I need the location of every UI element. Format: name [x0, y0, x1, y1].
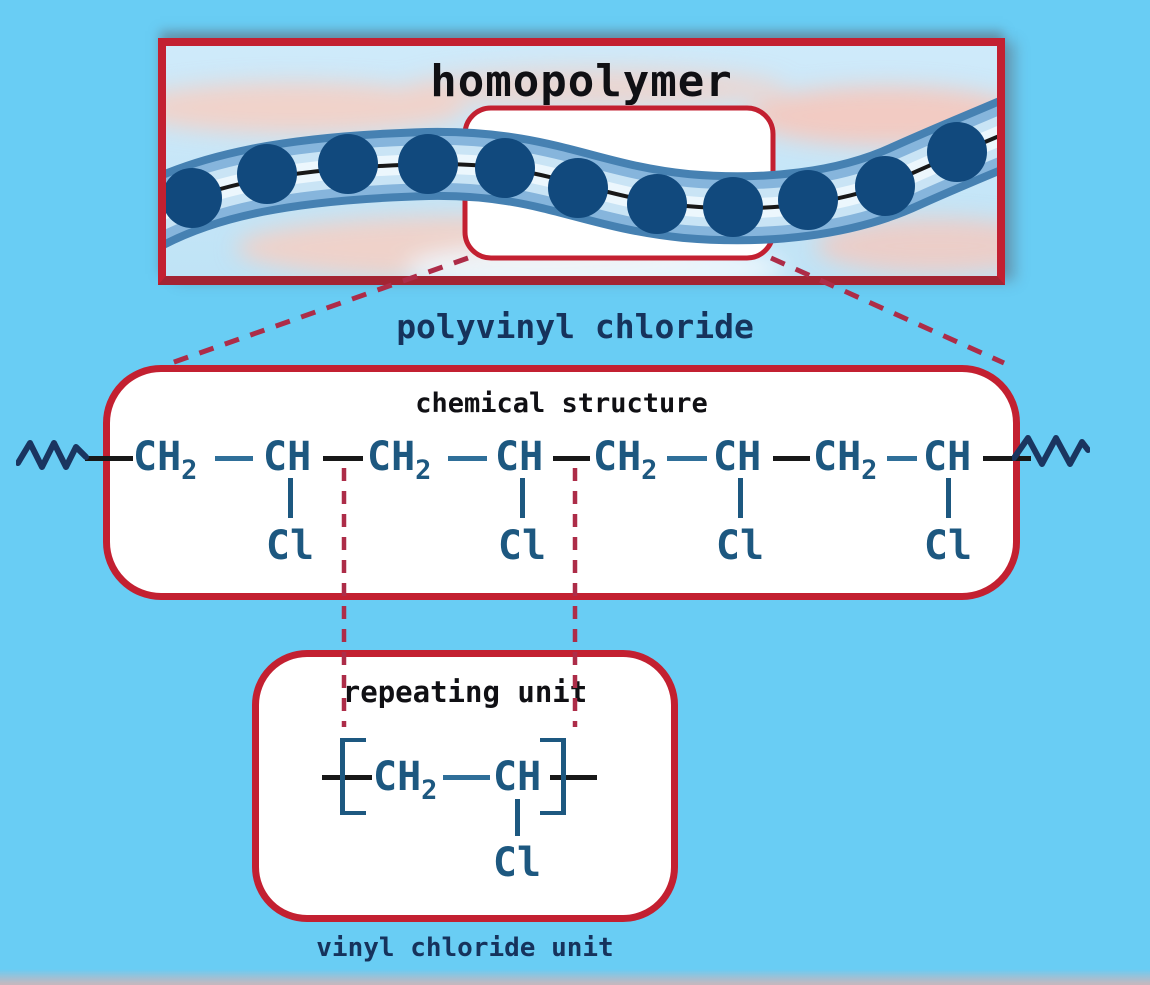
monomer-bead — [855, 156, 915, 216]
chain-bond — [983, 456, 1031, 461]
formula-group: CH — [923, 436, 971, 478]
formula-group: CH — [713, 436, 761, 478]
vinyl-chloride-unit-label: vinyl chloride unit — [316, 933, 614, 963]
formula-group: CH — [263, 436, 311, 478]
monomer-bead — [237, 144, 297, 204]
cc-bond — [448, 456, 487, 461]
c-cl-bond — [288, 478, 293, 518]
formula-text: CH — [923, 434, 972, 480]
polymer-bead-chain — [166, 122, 987, 237]
monomer-bead — [475, 138, 535, 198]
bottom-shadow — [0, 969, 1150, 985]
formula-subscript: 2 — [641, 455, 658, 486]
monomer-bead — [398, 134, 458, 194]
chlorine-label: Cl — [497, 523, 547, 569]
bracket-bond-line-right — [550, 775, 597, 780]
formula-text: CH — [593, 434, 642, 480]
formula-text: CH — [495, 434, 544, 480]
formula-group: CH2 — [367, 434, 431, 486]
formula-text: CH — [367, 434, 416, 480]
monomer-bead — [927, 122, 987, 182]
formula-subscript: 2 — [861, 455, 878, 486]
monomer-bead — [703, 177, 763, 237]
formula-text: CH — [713, 434, 762, 480]
formula-group: CH2 — [373, 754, 437, 806]
homopolymer-panel: homopolymer — [158, 38, 1005, 285]
formula-group: CH2 — [593, 434, 657, 486]
chain-bond — [85, 456, 133, 461]
chlorine-label: Cl — [265, 523, 315, 569]
formula-subscript: 2 — [415, 455, 432, 486]
monomer-bead — [778, 170, 838, 230]
bracket-bond-line-left — [322, 775, 372, 780]
formula-text: CH — [373, 754, 422, 800]
cc-bond — [887, 456, 917, 461]
formula-group: CH — [495, 436, 543, 478]
cc-bond — [443, 775, 490, 780]
c-cl-bond — [520, 478, 525, 518]
chemical-structure-title: chemical structure — [415, 388, 708, 419]
c-cl-bond — [738, 478, 743, 518]
chain-bond — [323, 456, 363, 461]
formula-text: CH — [133, 434, 182, 480]
formula-text: CH — [813, 434, 862, 480]
c-cl-bond — [515, 799, 520, 836]
close-bracket — [540, 738, 566, 815]
chain-continuation-zigzag-left — [16, 440, 89, 470]
chlorine-label: Cl — [923, 523, 973, 569]
cc-bond — [667, 456, 707, 461]
formula-text: CH — [263, 434, 312, 480]
monomer-bead — [548, 158, 608, 218]
formula-group: CH2 — [133, 434, 197, 486]
formula-text: CH — [493, 754, 542, 800]
monomer-bead — [318, 134, 378, 194]
chlorine-label: Cl — [492, 840, 542, 886]
chain-bond — [773, 456, 810, 461]
open-bracket — [340, 738, 366, 815]
monomer-bead — [166, 168, 222, 228]
formula-group: CH — [493, 756, 541, 798]
chain-continuation-zigzag-right — [1012, 435, 1090, 467]
polyvinyl-chloride-label: polyvinyl chloride — [396, 307, 754, 346]
monomer-bead — [627, 174, 687, 234]
c-cl-bond — [946, 478, 951, 518]
cc-bond — [215, 456, 253, 461]
homopolymer-title: homopolymer — [430, 56, 733, 107]
formula-subscript: 2 — [181, 455, 198, 486]
repeating-unit-title: repeating unit — [342, 675, 588, 709]
formula-group: CH2 — [813, 434, 877, 486]
chain-bond — [553, 456, 590, 461]
chlorine-label: Cl — [715, 523, 765, 569]
formula-subscript: 2 — [421, 775, 438, 806]
